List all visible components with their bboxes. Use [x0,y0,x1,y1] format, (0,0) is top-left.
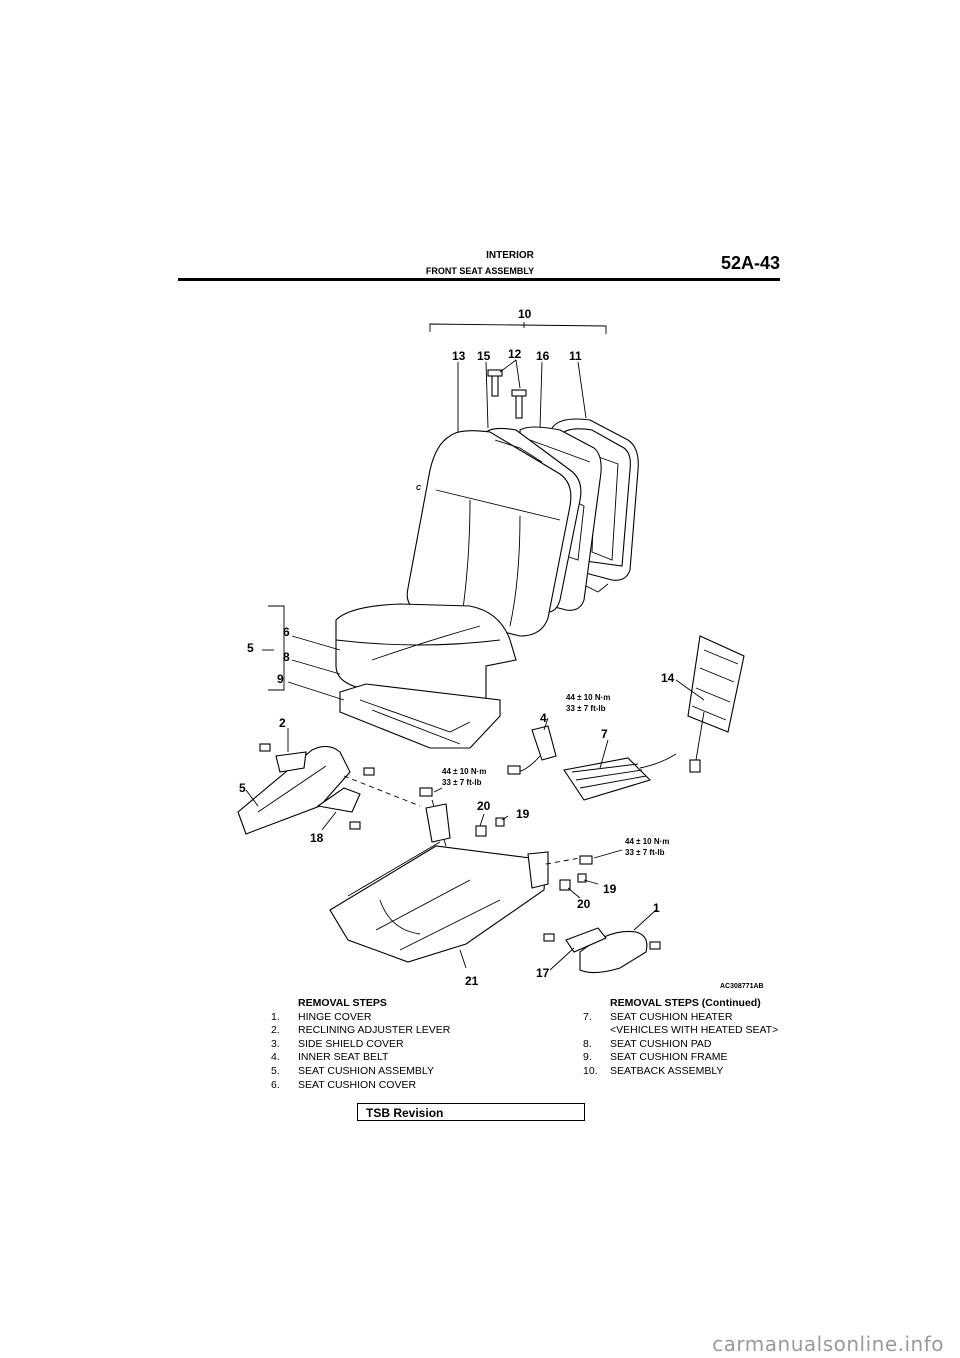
list-item: 4. INNER SEAT BELT [271,1051,511,1065]
figure-id: AC308771AB [720,983,764,990]
dashed-alignment-lines [343,775,581,865]
removal-steps-continued: REMOVAL STEPS (Continued) 7. SEAT CUSHION… [583,997,793,1079]
step-text: SEAT CUSHION PAD [610,1037,712,1050]
list-item: 6. SEAT CUSHION COVER [271,1079,511,1093]
callout-19: 19 [516,807,530,821]
list-item: 5. SEAT CUSHION ASSEMBLY [271,1065,511,1079]
callout-20: 20 [577,897,591,911]
torque-spec-nm: 44 ± 10 N·m [442,767,486,776]
svg-text:C: C [416,485,422,492]
step-number: 8. [583,1037,592,1050]
callout-18: 18 [310,831,324,845]
section-subtitle: FRONT SEAT ASSEMBLY [425,266,535,276]
bolts [259,743,661,950]
callout-21: 21 [465,974,479,988]
step-text: SEAT CUSHION FRAME [610,1051,728,1064]
step-number: 5. [271,1064,280,1077]
callout-11: 11 [569,349,582,363]
header-rule [178,278,780,281]
seat-cushion [335,603,517,704]
page-number: 52A-43 [720,253,780,273]
step-number: 2. [271,1024,280,1037]
headrest-guides [487,369,527,419]
callout-4: 4 [540,711,547,725]
callout-13: 13 [452,349,466,363]
step-number: 7. [583,1010,592,1023]
step-text: HINGE COVER [298,1010,372,1023]
hinge-bracket-17 [565,927,607,953]
reclining-lever [275,751,307,773]
callout-6: 6 [283,625,290,639]
step-number: 9. [583,1051,592,1064]
callout-9: 9 [277,672,284,686]
step-number: 6. [271,1078,280,1091]
callout-20: 20 [477,799,491,813]
step-text: SEATBACK ASSEMBLY [610,1064,724,1077]
list-item: 10. SEATBACK ASSEMBLY [583,1065,793,1079]
callout-2: 2 [279,716,286,730]
step-number: 1. [271,1010,280,1023]
step-text: SEAT CUSHION COVER [298,1078,417,1091]
step-number: 4. [271,1051,280,1064]
removal-steps: REMOVAL STEPS 1. HINGE COVER 2. RECLINING … [271,997,511,1092]
removal-steps-continued-heading: REMOVAL STEPS (Continued) [610,997,761,1009]
callout-5: 5 [247,641,254,655]
watermark: carmanualsonline.info [712,1332,944,1356]
step-text: SIDE SHIELD COVER [298,1037,404,1050]
side-bracket-18 [316,787,361,813]
cushion-frame [339,683,501,749]
seat-adjuster-frame [329,799,549,963]
seatback-heater-element [687,635,745,773]
callout-10: 10 [518,307,532,321]
list-item: 8. SEAT CUSHION PAD [583,1038,793,1052]
callout-19: 19 [603,882,617,896]
seatback-front: C [406,430,572,637]
step-text: SEAT CUSHION ASSEMBLY [298,1064,434,1077]
torque-spec-ftlb: 33 ± 7 ft-lb [625,848,665,857]
list-item: 2. RECLINING ADJUSTER LEVER [271,1024,511,1038]
callout-1: 1 [653,901,660,915]
side-shield-cover [237,745,351,835]
removal-steps-heading: REMOVAL STEPS [298,997,387,1009]
step-text: RECLINING ADJUSTER LEVER [298,1024,451,1037]
inner-seat-belt [507,725,557,775]
callout-17: 17 [536,966,550,980]
callout-16: 16 [536,349,550,363]
torque-spec-ftlb: 33 ± 7 ft-lb [566,704,606,713]
tsb-revision-box: TSB Revision [357,1103,585,1121]
callout-7: 7 [601,727,608,741]
torque-spec-ftlb: 33 ± 7 ft-lb [442,778,482,787]
callout-5: 5 [239,781,246,795]
callout-8: 8 [283,650,290,664]
list-item: 9. SEAT CUSHION FRAME [583,1051,793,1065]
section-title: INTERIOR [486,250,534,261]
torque-spec-nm: 44 ± 10 N·m [625,837,669,846]
seat-heater-element [563,753,677,801]
step-number: 3. [271,1037,280,1050]
callout-14: 14 [661,671,675,685]
step-text: SEAT CUSHION HEATER <VEHICLES WITH HEATE… [610,1010,779,1037]
removal-steps-list: 1. HINGE COVER 2. RECLINING ADJUSTER LEVER… [271,1011,511,1093]
step-text: INNER SEAT BELT [298,1051,389,1064]
list-item: 7. SEAT CUSHION HEATER <VEHICLES WITH HEA… [583,1011,793,1038]
removal-steps-continued-list: 7. SEAT CUSHION HEATER <VEHICLES WITH HEA… [583,1011,793,1079]
callout-15: 15 [477,349,491,363]
callout-12: 12 [508,347,522,361]
list-item: 1. HINGE COVER [271,1011,511,1025]
torque-spec-nm: 44 ± 10 N·m [566,693,610,702]
leader-lines [245,322,705,971]
step-number: 10. [583,1064,598,1077]
list-item: 3. SIDE SHIELD COVER [271,1038,511,1052]
